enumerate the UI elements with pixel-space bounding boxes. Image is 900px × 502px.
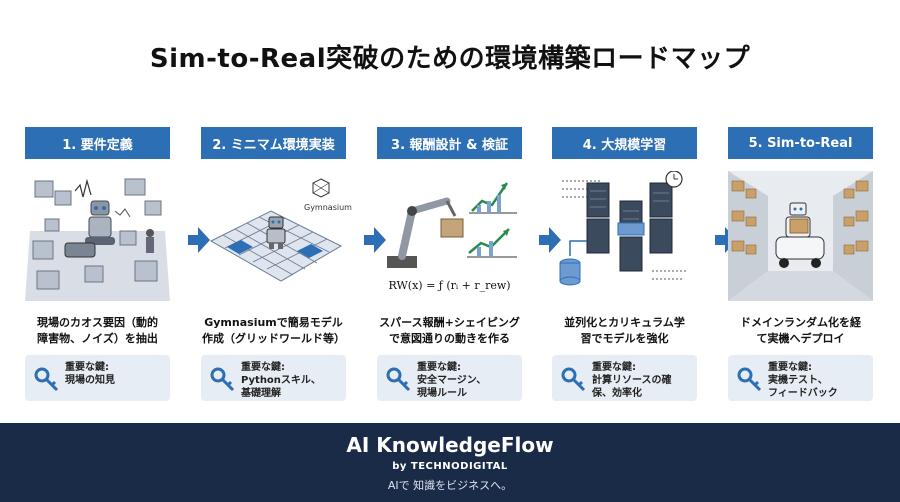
step-header: 1. 要件定義 xyxy=(25,127,170,159)
key-text: 重要な鍵: 安全マージン、 現場ルール xyxy=(417,361,517,400)
brand-name: AI KnowledgeFlow xyxy=(346,433,554,457)
step-description: スパース報酬+シェイピング で意図通りの動きを作る xyxy=(377,315,522,347)
desc-line: 習でモデルを強化 xyxy=(580,332,669,345)
clock-icon xyxy=(665,170,683,188)
key-value: 計算リソースの確 xyxy=(592,375,672,386)
server-cluster-illustration xyxy=(552,170,697,301)
warehouse-robot-illustration xyxy=(728,171,873,301)
step-description: 現場のカオス要因（動的 障害物、ノイズ）を抽出 xyxy=(25,315,170,347)
key-icon xyxy=(210,367,235,392)
step-minimum-env: 2. ミニマム環境実装 xyxy=(201,127,352,402)
gridworld-illustration: Gymnasium xyxy=(201,171,352,301)
key-value: Pythonスキル、 xyxy=(241,375,321,386)
brand-byline: by TECHNODIGITAL xyxy=(392,461,508,472)
key-text: 重要な鍵: Pythonスキル、 基礎理解 xyxy=(241,361,341,400)
step-header: 3. 報酬設計 & 検証 xyxy=(377,127,522,159)
key-value: 保、効率化 xyxy=(592,388,642,399)
reward-formula: RW(x) = ƒ (rᵢ + r_rew) xyxy=(388,279,511,292)
step-description: ドメインランダム化を経 て実機へデプロイ xyxy=(728,315,873,347)
step-requirements: 1. 要件定義 xyxy=(25,127,170,402)
footer: AI KnowledgeFlow by TECHNODIGITAL AIで 知識… xyxy=(0,423,900,502)
roadmap-steps: 1. 要件定義 xyxy=(25,127,875,407)
desc-line: 並列化とカリキュラム学 xyxy=(564,316,685,329)
key-value: 実機テスト、 xyxy=(768,375,828,386)
step-header: 5. Sim-to-Real xyxy=(728,127,873,159)
step-reward-design: 3. 報酬設計 & 検証 xyxy=(377,127,522,402)
arrow-right-icon xyxy=(715,227,737,253)
brand-tagline: AIで 知識をビジネスへ。 xyxy=(387,479,513,492)
step-sim-to-real: 5. Sim-to-Real xyxy=(728,127,873,402)
robot-icon xyxy=(85,200,115,245)
key-point-box: 重要な鍵: 安全マージン、 現場ルール xyxy=(377,355,522,401)
step-header: 4. 大規模学習 xyxy=(552,127,697,159)
desc-line: Gymnasiumで簡易モデル xyxy=(204,316,343,329)
key-value: 現場の知見 xyxy=(65,375,115,386)
key-label: 重要な鍵: xyxy=(65,362,109,373)
key-icon xyxy=(386,367,411,392)
key-icon xyxy=(737,367,762,392)
desc-line: スパース報酬+シェイピング xyxy=(379,316,520,329)
desc-line: で意図通りの動きを作る xyxy=(389,332,510,345)
key-label: 重要な鍵: xyxy=(592,362,636,373)
arrow-right-icon xyxy=(539,227,561,253)
key-point-box: 重要な鍵: Pythonスキル、 基礎理解 xyxy=(201,355,346,401)
desc-line: て実機へデプロイ xyxy=(756,332,845,345)
robot-icon xyxy=(266,216,286,249)
step-header: 2. ミニマム環境実装 xyxy=(201,127,346,159)
arrow-right-icon xyxy=(364,227,386,253)
step-description: 並列化とカリキュラム学 習でモデルを強化 xyxy=(552,315,697,347)
key-text: 重要な鍵: 実機テスト、 フィードバック xyxy=(768,361,868,400)
key-value: 安全マージン、 xyxy=(417,375,487,386)
key-value: 現場ルール xyxy=(417,388,467,399)
chart-icon xyxy=(469,182,517,214)
key-point-box: 重要な鍵: 実機テスト、 フィードバック xyxy=(728,355,873,401)
step-description: Gymnasiumで簡易モデル 作成（グリッドワールド等） xyxy=(201,315,346,347)
step-large-scale-training: 4. 大規模学習 xyxy=(552,127,697,402)
robot-icon xyxy=(775,202,825,268)
key-value: フィードバック xyxy=(768,388,838,399)
desc-line: 現場のカオス要因（動的 xyxy=(37,316,158,329)
desc-line: 作成（グリッドワールド等） xyxy=(202,332,345,345)
robot-arm-illustration: RW(x) = ƒ (rᵢ + r_rew) xyxy=(377,171,522,301)
gymnasium-logo xyxy=(312,178,330,198)
key-text: 重要な鍵: 現場の知見 xyxy=(65,361,165,387)
warehouse-chaos-illustration xyxy=(25,171,170,301)
gymnasium-label: Gymnasium xyxy=(304,203,352,212)
key-icon xyxy=(561,367,586,392)
key-icon xyxy=(34,367,59,392)
key-label: 重要な鍵: xyxy=(768,362,812,373)
key-label: 重要な鍵: xyxy=(241,362,285,373)
key-point-box: 重要な鍵: 現場の知見 xyxy=(25,355,170,401)
arrow-right-icon xyxy=(188,227,210,253)
page-title: Sim-to-Real突破のための環境構築ロードマップ xyxy=(149,44,751,74)
desc-line: 障害物、ノイズ）を抽出 xyxy=(37,332,158,345)
key-point-box: 重要な鍵: 計算リソースの確 保、効率化 xyxy=(552,355,697,401)
key-label: 重要な鍵: xyxy=(417,362,461,373)
key-text: 重要な鍵: 計算リソースの確 保、効率化 xyxy=(592,361,692,400)
desc-line: ドメインランダム化を経 xyxy=(740,316,861,329)
key-value: 基礎理解 xyxy=(241,388,281,399)
